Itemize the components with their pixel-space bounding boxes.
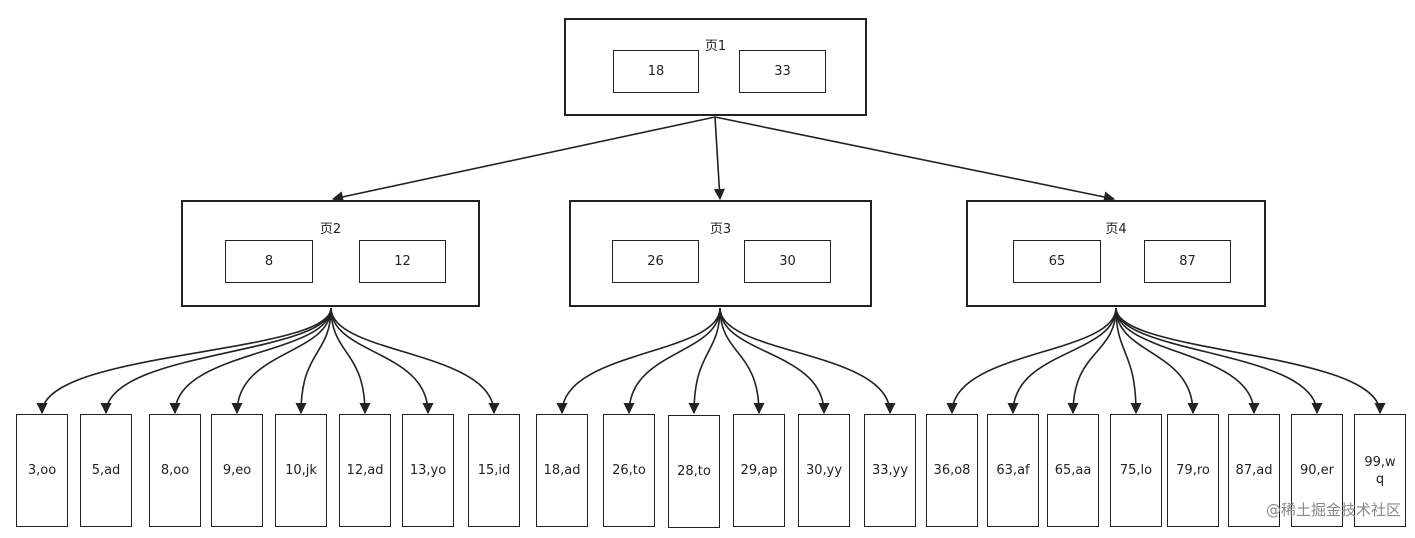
leaf-edge [1115,307,1386,415]
key-box: 12 [359,240,446,283]
key-box: 8 [225,240,313,283]
page-title: 页1 [704,39,727,54]
leaf-edge [330,307,434,415]
leaf-edge [688,307,721,415]
leaf-edge [295,307,332,415]
leaf-edge [623,307,721,415]
leaf-edge [556,307,721,415]
leaf-node: 99,wq [1354,414,1406,527]
leaf-node: 87,ad [1228,414,1280,527]
leaf-edge [1115,307,1260,415]
leaf-node: 9,eo [211,414,263,527]
leaf-edge [719,307,896,415]
tree-edge [714,116,1116,203]
key-box: 65 [1013,240,1101,283]
leaf-edge [330,307,371,415]
internal-page: 页4 65 87 [966,200,1266,307]
page-title: 页2 [319,222,342,237]
leaf-node: 10,jk [275,414,327,527]
leaf-edge [719,307,830,415]
leaf-node: 8,oo [149,414,201,527]
page-title: 页3 [709,222,732,237]
leaf-edge [1067,307,1117,415]
leaf-node: 18,ad [536,414,588,527]
leaf-node: 63,af [987,414,1039,527]
leaf-node: 3,oo [16,414,68,527]
leaf-edge [946,307,1117,415]
key-box: 33 [739,50,826,93]
leaf-node: 13,yo [402,414,454,527]
leaf-node: 29,ap [733,414,785,527]
leaf-node: 15,id [468,414,520,527]
leaf-node: 12,ad [339,414,391,527]
internal-page: 页2 8 12 [181,200,480,307]
leaf-edge [1007,307,1117,415]
leaf-node: 36,o8 [926,414,978,527]
key-box: 26 [612,240,699,283]
leaf-node: 79,ro [1167,414,1219,527]
leaf-node: 65,aa [1047,414,1099,527]
leaf-edge [719,307,765,415]
leaf-node: 75,lo [1110,414,1162,527]
page-title: 页4 [1105,222,1127,237]
leaf-edge [231,307,332,415]
leaf-edge [330,307,500,415]
internal-page: 页3 26 30 [569,200,872,307]
leaf-edge [100,307,332,415]
leaf-edge [1115,307,1199,415]
leaf-edge [36,307,332,415]
leaf-edge [169,307,332,415]
leaf-edge [1115,307,1323,415]
watermark: @稀土掘金技术社区 [1265,501,1401,519]
key-box: 30 [744,240,831,283]
leaf-node: 33,yy [864,414,916,527]
key-box: 18 [613,50,699,93]
leaf-node: 28,to [668,415,720,528]
leaf-node: 26,to [603,414,655,527]
leaf-node: 90,er [1291,414,1343,527]
tree-edge [713,116,725,201]
leaf-node: 30,yy [798,414,850,527]
leaf-edge [1115,307,1142,415]
tree-edge [331,116,716,203]
key-box: 87 [1144,240,1231,283]
root-page: 页1 18 33 [564,18,867,116]
leaf-node: 5,ad [80,414,132,527]
